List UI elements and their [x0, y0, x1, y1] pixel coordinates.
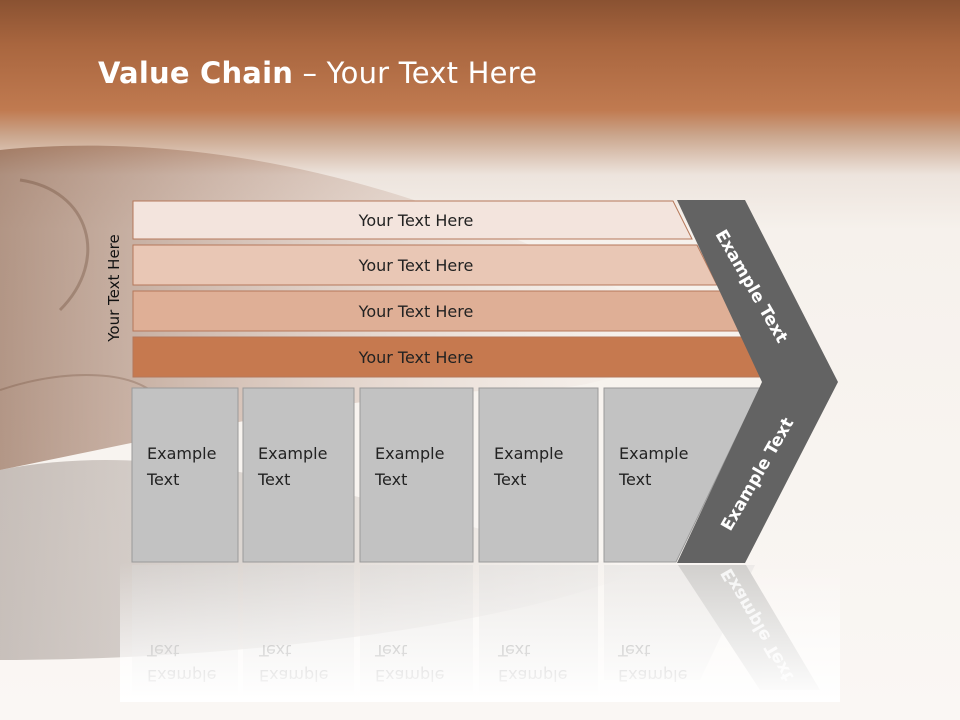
reflection-fade [120, 562, 840, 702]
support-row-label: Your Text Here [358, 348, 474, 367]
title-bold: Value Chain [98, 56, 294, 90]
title-rest: – Your Text Here [293, 56, 538, 90]
primary-activity-label: Example [375, 444, 444, 463]
support-row-label: Your Text Here [358, 256, 474, 275]
primary-activity-box [242, 387, 355, 563]
primary-activity-label: Example [494, 444, 563, 463]
primary-activity-label: Text [257, 470, 290, 489]
support-row-label: Your Text Here [358, 211, 474, 230]
primary-activity-box [131, 387, 239, 563]
primary-activity-label: Text [493, 470, 526, 489]
primary-activity-label: Example [147, 444, 216, 463]
primary-activity-box [359, 387, 474, 563]
margin-chevron [677, 200, 838, 563]
primary-activity-label: Example [619, 444, 688, 463]
primary-activity-box [603, 387, 761, 563]
primary-activity-label: Text [374, 470, 407, 489]
support-row-label: Your Text Here [358, 302, 474, 321]
primary-activity-label: Example [258, 444, 327, 463]
primary-activity-box [478, 387, 599, 563]
support-row [132, 200, 693, 240]
primary-activity-label: Text [618, 470, 651, 489]
slide-title: Value Chain – Your Text Here [98, 56, 537, 90]
primary-activity-label: Text [146, 470, 179, 489]
